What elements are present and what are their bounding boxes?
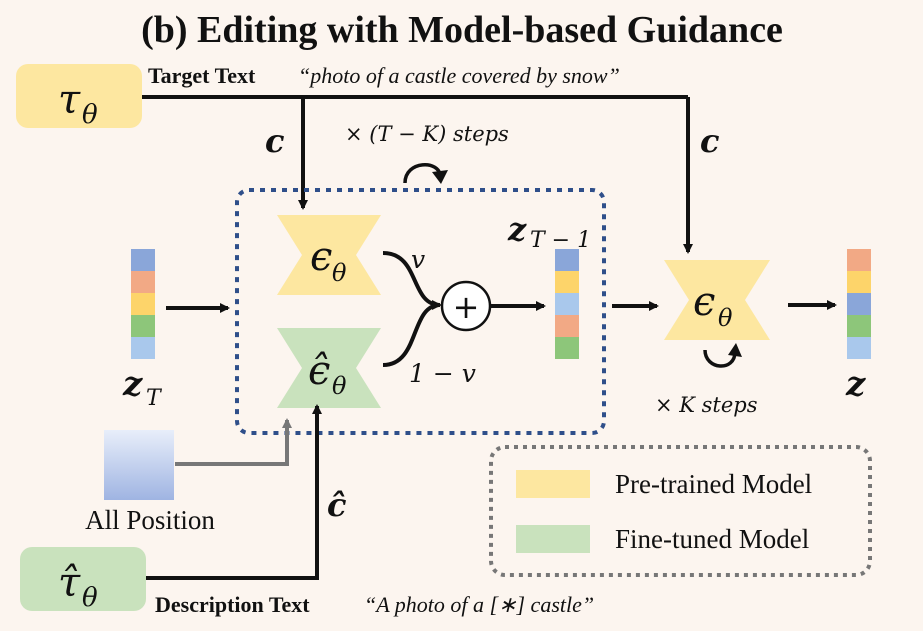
final-loop-arrow-icon (703, 349, 737, 368)
final-steps-label: × K steps (655, 393, 758, 417)
target-encoder-symbol: τ (58, 77, 81, 123)
description-encoder-subscript: θ (82, 583, 98, 613)
loop-arrowhead-icon (432, 170, 448, 184)
legend-swatch-finetuned (516, 525, 590, 553)
loop-steps-label: × (T − K) steps (345, 122, 509, 146)
latent-mid-symbol: z (507, 210, 527, 248)
description-text-prompt: “A photo of a [∗] castle” (364, 592, 594, 617)
legend-label-pretrained: Pre-trained Model (615, 469, 812, 499)
all-position-mask (104, 430, 174, 500)
description-encoder-symbol: τ̂ (58, 560, 81, 606)
all-position-label: All Position (85, 505, 215, 535)
latent-mid-subscript: T − 1 (530, 228, 591, 253)
final-unet-symbol: ϵ (693, 279, 715, 325)
condition-c-hat: ĉ (327, 486, 346, 524)
pretrained-to-sum-arrow (382, 251, 442, 310)
finetuned-to-sum-arrow (382, 303, 441, 367)
latent-start-subscript: T (146, 386, 163, 411)
target-text-encoder (16, 64, 142, 128)
condition-c-right: c (700, 122, 719, 160)
sum-node (440, 280, 492, 332)
latent-start-stack (131, 249, 155, 359)
condition-c-left: c (265, 122, 284, 160)
denoising-loop-box (235, 188, 606, 435)
latent-end-symbol: z (845, 364, 866, 404)
legend-swatch-pretrained (516, 470, 590, 498)
position-to-finetuned-arrow (175, 418, 292, 466)
latent-mid-stack (555, 249, 579, 359)
target-encoder-subscript: θ (82, 100, 98, 130)
final-unet-subscript: θ (718, 304, 733, 332)
pretrained-unet-symbol: ϵ (310, 234, 332, 280)
legend-box (489, 445, 872, 577)
final-unet (664, 260, 770, 340)
target-text-prompt: “photo of a castle covered by snow” (298, 63, 620, 88)
description-text-encoder (20, 547, 146, 611)
diagram-title: (b) Editing with Model-based Guidance (141, 9, 783, 51)
legend-label-finetuned: Fine-tuned Model (615, 524, 809, 554)
finetuned-unet-subscript: θ (332, 372, 347, 400)
description-to-finetuned-arrow (146, 404, 322, 580)
pretrained-unet (277, 215, 381, 295)
target-text-label: Target Text (148, 63, 256, 88)
description-text-label: Description Text (155, 592, 310, 617)
final-loop-arrowhead-icon (728, 343, 742, 357)
sum-symbol-icon: + (453, 288, 480, 326)
latent-end-stack (847, 249, 871, 359)
finetuned-unet-symbol: ϵ̂ (308, 348, 330, 394)
latent-start-symbol: z (122, 364, 143, 404)
pretrained-unet-subscript: θ (332, 259, 347, 287)
weight-bottom-label: 1 − v (409, 359, 476, 388)
finetuned-unet (277, 328, 381, 408)
weight-top-label: v (411, 245, 425, 274)
